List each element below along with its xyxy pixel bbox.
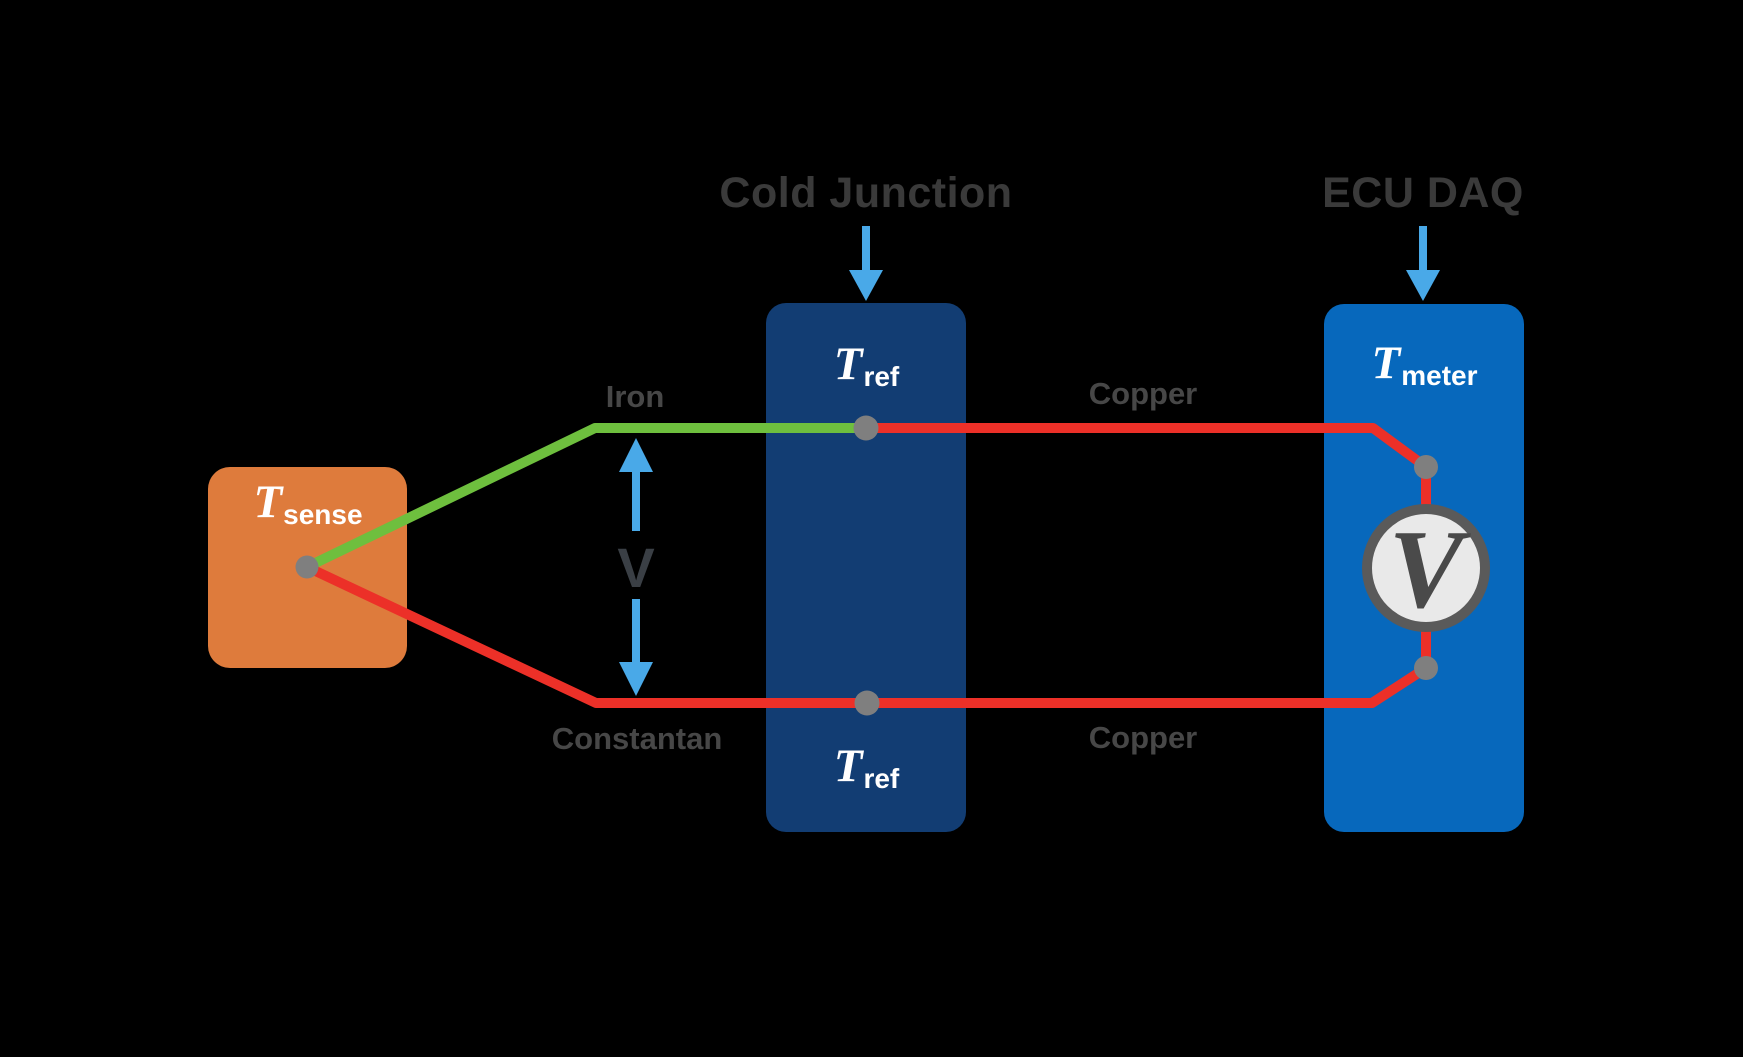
sensor-label: Tsense (208, 476, 407, 529)
cold-junction-bottom-label: Tref (766, 740, 966, 793)
copper-wire-top-label: Copper (1088, 376, 1198, 411)
sensor-label-sub: sense (283, 499, 363, 530)
cold-junction-top-label-sub: ref (863, 361, 900, 392)
ecu-meter-label-main: T (1371, 337, 1401, 389)
ecu-daq-arrow-icon (1406, 226, 1440, 301)
voltage-label: V (617, 536, 655, 599)
iron-wire-label: Iron (605, 379, 665, 414)
cold-junction-bottom-label-main: T (833, 740, 863, 792)
cold-junction-title: Cold Junction (719, 169, 1013, 217)
ecu-meter-label-sub: meter (1401, 360, 1478, 391)
cold-junction-top-label: Tref (766, 338, 966, 391)
ecu-daq-title: ECU DAQ (1322, 169, 1524, 217)
constantan-wire-label: Constantan (551, 721, 723, 756)
cold-junction-arrow-icon (849, 226, 883, 301)
voltage-arrow-up-icon (619, 438, 653, 531)
sensor-label-main: T (253, 476, 283, 528)
copper-wire-bottom-label: Copper (1088, 720, 1198, 755)
cold-junction-bottom-label-sub: ref (863, 763, 900, 794)
ecu-meter-label: Tmeter (1324, 337, 1524, 390)
cold-junction-top-label-main: T (833, 338, 863, 390)
voltage-arrow-down-icon (619, 599, 653, 696)
